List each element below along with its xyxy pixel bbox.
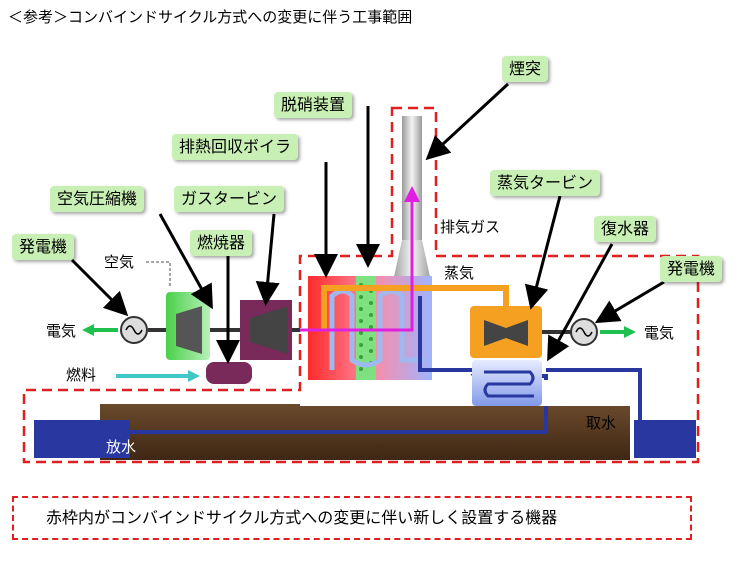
condenser-coil	[483, 370, 535, 398]
flow-water-intake: 取水	[586, 414, 617, 432]
exhaust-arrow	[292, 200, 414, 332]
flow-electricity-right: 電気	[644, 324, 675, 342]
exhaust-arrowhead	[404, 186, 420, 202]
foundation	[300, 380, 630, 406]
label-generator-left: 発電機	[12, 234, 75, 260]
flow-electricity-left: 電気	[46, 322, 77, 340]
compressor-rotor	[176, 306, 202, 354]
combustor	[206, 362, 252, 384]
label-denox: 脱硝装置	[274, 92, 353, 118]
fuel-arrowhead	[188, 370, 200, 382]
flow-water-discharge: 放水	[106, 438, 137, 456]
electric-arrowhead-left	[82, 324, 94, 336]
air-line	[146, 261, 171, 286]
label-condenser: 復水器	[594, 216, 657, 242]
electric-arrowhead-right	[624, 326, 636, 338]
flow-exhaust: 排気ガス	[440, 218, 501, 236]
label-steam-turbine: 蒸気タービン	[490, 170, 601, 196]
label-hrsg: 排熱回収ボイラ	[172, 134, 299, 160]
generator-left-wave	[125, 325, 143, 335]
discharge-water	[34, 420, 130, 458]
intake-water	[634, 420, 696, 458]
leader-arrows	[70, 82, 665, 364]
hrsg-tubes	[329, 288, 428, 370]
caption: 赤枠内がコンバインドサイクル方式への変更に伴い新しく設置する機器	[12, 496, 692, 540]
gas-turbine-rotor	[250, 306, 288, 354]
page-title: ＜参考＞コンバインドサイクル方式への変更に伴う工事範囲	[8, 8, 413, 26]
flow-fuel: 燃料	[66, 366, 97, 384]
intake-pipe	[546, 368, 642, 420]
label-compressor: 空気圧縮機	[50, 186, 145, 212]
label-generator-right: 発電機	[660, 256, 723, 282]
generator-right-wave	[575, 327, 593, 337]
label-combustor: 燃焼器	[190, 230, 253, 256]
steam-pipe	[321, 285, 509, 330]
flow-air: 空気	[104, 253, 135, 271]
label-stack: 煙突	[502, 56, 549, 82]
flow-steam: 蒸気	[444, 264, 475, 282]
label-gas-turbine: ガスタービン	[174, 186, 285, 212]
steam-turbine-rotor	[484, 320, 528, 346]
feedwater-pipe	[418, 296, 474, 372]
